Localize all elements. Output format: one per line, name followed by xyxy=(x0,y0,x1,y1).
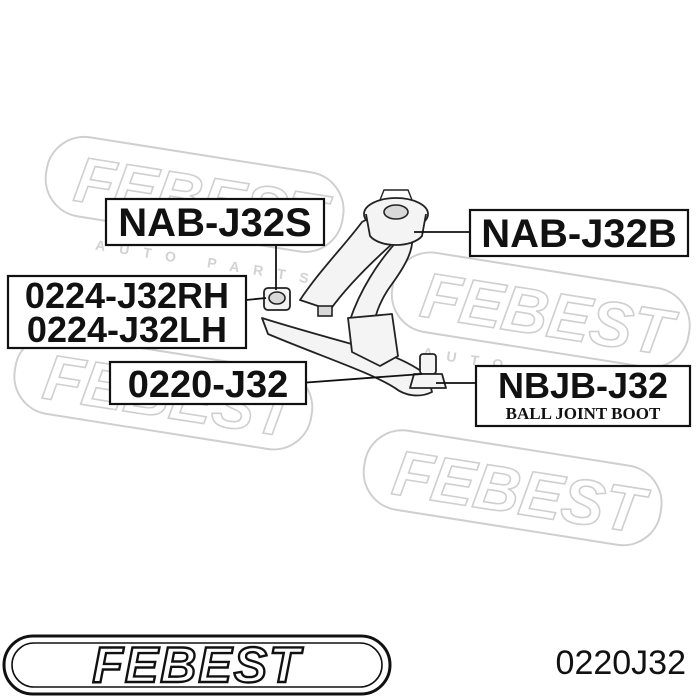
label-nab-j32s: NAB-J32S xyxy=(118,201,311,245)
svg-text:FEBEST: FEBEST xyxy=(388,436,653,547)
label-nab-j32b: NAB-J32B xyxy=(481,212,677,256)
label-bushing-rh: 0224-J32RH xyxy=(25,275,229,316)
front-bushing-nab-j32s xyxy=(263,287,291,311)
callout-nab-j32s: NAB-J32S xyxy=(104,197,326,247)
rear-bushing-nab-j32b xyxy=(363,189,429,246)
svg-text:FEBEST: FEBEST xyxy=(92,637,304,693)
ball-joint xyxy=(409,353,447,389)
part-code: 0220J32 xyxy=(555,644,686,682)
label-bushing-lh: 0224-J32LH xyxy=(27,309,227,350)
label-arm: 0220-J32 xyxy=(128,364,289,406)
callout-nab-j32b: NAB-J32B xyxy=(468,208,690,258)
callout-arm: 0220-J32 xyxy=(108,360,308,406)
arm-center-bracket xyxy=(347,313,399,367)
arm-inner-branch xyxy=(349,235,414,341)
small-bolt xyxy=(317,305,333,317)
callout-ball-joint-boot: NBJB-J32 BALL JOINT BOOT xyxy=(474,364,692,428)
label-nbjb-j32: NBJB-J32 xyxy=(498,365,668,406)
febest-logo: FEBEST xyxy=(2,634,392,696)
leader-lines xyxy=(245,231,476,384)
callout-bushing: 0224-J32RH 0224-J32LH xyxy=(6,274,248,350)
label-ball-joint-boot-caption: BALL JOINT BOOT xyxy=(506,404,661,423)
